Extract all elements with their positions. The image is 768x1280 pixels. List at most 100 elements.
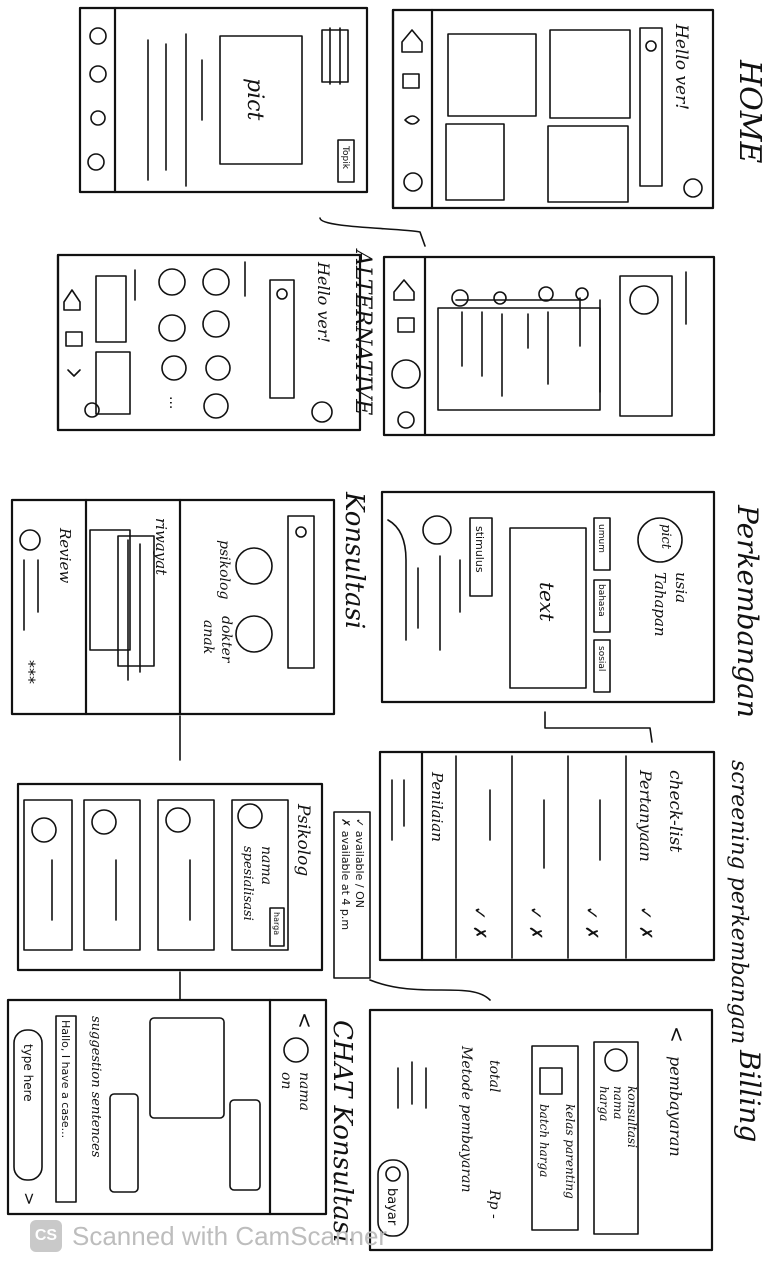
text-content	[509, 527, 587, 689]
doctor-card[interactable]	[23, 799, 73, 951]
doctor-spesialisasi: spesialisasi	[240, 846, 255, 921]
search-input[interactable]	[269, 279, 295, 399]
card[interactable]	[549, 29, 631, 119]
card[interactable]	[95, 351, 131, 415]
avatar[interactable]	[311, 401, 333, 423]
chip-sosial[interactable]	[593, 639, 611, 693]
stimulus-label: stimulus	[473, 526, 486, 573]
chip-umum[interactable]	[593, 517, 611, 571]
chip-bahasa[interactable]	[593, 579, 611, 633]
home-icon[interactable]	[63, 289, 81, 311]
perkembangan-screen: pict usia Tahapan umum bahasa sosial sti…	[380, 490, 716, 704]
category-icon[interactable]	[202, 310, 230, 338]
message-input-placeholder: type here	[21, 1044, 35, 1102]
check-pair[interactable]: ✓ ✗	[581, 906, 601, 940]
camscanner-text: Scanned with CamScanner	[72, 1220, 388, 1251]
avatar[interactable]	[683, 178, 703, 198]
message-input[interactable]	[13, 1029, 43, 1181]
check-pair[interactable]: ✓ ✗	[469, 906, 489, 940]
menu-icon[interactable]	[89, 27, 107, 45]
card[interactable]	[547, 125, 629, 203]
batch-label: batch harga	[537, 1104, 551, 1177]
home-detail-screen: pict Topik	[78, 6, 369, 194]
card[interactable]	[95, 275, 127, 343]
home-greeting: Hello ver!	[671, 23, 691, 110]
perkembangan-pict: pict	[658, 524, 673, 550]
chat-back-button[interactable]: <	[293, 1012, 317, 1029]
doctor-avatar	[237, 803, 263, 829]
progress-dot[interactable]	[538, 286, 554, 302]
chat-icon[interactable]	[404, 115, 420, 125]
menu-icon[interactable]	[87, 153, 105, 171]
konsultasi-screen: psikolog dokter anak riwayat Review ***	[10, 498, 336, 716]
chat-icon[interactable]	[391, 359, 421, 389]
progress-dot[interactable]	[451, 289, 469, 307]
home-icon[interactable]	[401, 29, 423, 53]
reviewer-avatar	[19, 529, 41, 551]
search-icon	[295, 526, 307, 538]
dokter-option[interactable]: dokter	[218, 616, 234, 664]
card[interactable]	[447, 33, 537, 117]
konsultasi-label: konsultasi	[625, 1086, 639, 1148]
profile-icon[interactable]	[403, 172, 423, 192]
chip-umum-label: umum	[596, 524, 606, 553]
category-icon[interactable]	[158, 314, 186, 342]
progress-dot[interactable]	[575, 287, 589, 301]
category-icon[interactable]	[202, 268, 230, 296]
topic-tag[interactable]	[337, 139, 355, 183]
profile-icon[interactable]	[84, 402, 100, 418]
doctor-avatar	[31, 817, 57, 843]
list-icon[interactable]	[397, 317, 415, 333]
check-pair[interactable]: ✓ ✗	[635, 906, 655, 940]
picture-placeholder	[219, 35, 303, 165]
category-icon[interactable]	[205, 355, 231, 381]
stimulus-tab[interactable]	[469, 517, 493, 597]
menu-icon[interactable]	[90, 110, 106, 126]
suggestion-chip[interactable]	[55, 1015, 77, 1203]
availability-note	[333, 811, 371, 979]
flow-arrow	[319, 217, 426, 247]
send-button[interactable]: >	[20, 1192, 39, 1205]
item-konsultasi	[593, 1041, 639, 1235]
item-kelas	[531, 1045, 579, 1231]
category-icon[interactable]	[158, 268, 186, 296]
home-icon[interactable]	[393, 279, 415, 301]
check-pair[interactable]: ✓ ✗	[525, 906, 545, 940]
menu-icon[interactable]	[89, 65, 107, 83]
list-icon[interactable]	[402, 73, 420, 89]
search-input[interactable]	[639, 27, 663, 187]
penilaian-label: Penilaian	[428, 771, 446, 842]
doctor-card[interactable]	[231, 799, 289, 951]
progress-dot[interactable]	[493, 291, 507, 305]
list-icon[interactable]	[65, 331, 83, 347]
billing-screen: < pembayaran konsultasi nama harga kelas…	[368, 1008, 714, 1252]
card[interactable]	[445, 123, 505, 201]
checklist-title: check-list	[665, 770, 685, 852]
dokter-icon[interactable]	[235, 615, 273, 653]
history-card[interactable]	[117, 535, 155, 667]
camscanner-logo: CS	[30, 1220, 62, 1252]
pay-button[interactable]	[377, 1159, 409, 1237]
chat-icon[interactable]	[67, 369, 81, 377]
message-bubble	[109, 1093, 139, 1193]
category-icon[interactable]	[203, 393, 229, 419]
price-label: harga	[272, 912, 281, 935]
avatar	[637, 517, 683, 563]
doctor-card[interactable]	[157, 799, 215, 951]
total-amount: Rp -	[486, 1189, 502, 1219]
label-home: HOME	[732, 59, 767, 163]
doctor-card[interactable]	[83, 799, 141, 951]
chat-avatar	[283, 1037, 309, 1063]
more-dots[interactable]: ...	[166, 396, 182, 409]
history-card[interactable]	[89, 529, 131, 651]
profile-icon[interactable]	[397, 411, 415, 429]
billing-back-button[interactable]: <	[665, 1026, 689, 1043]
psikolog-icon[interactable]	[235, 547, 273, 585]
search-input[interactable]	[287, 515, 315, 669]
flow-arrow	[369, 979, 491, 1001]
avatar	[629, 285, 659, 315]
category-icon[interactable]	[161, 355, 187, 381]
label-screening: screening perkembangan	[726, 760, 751, 1044]
psikolog-option[interactable]: psikolog	[216, 540, 232, 599]
